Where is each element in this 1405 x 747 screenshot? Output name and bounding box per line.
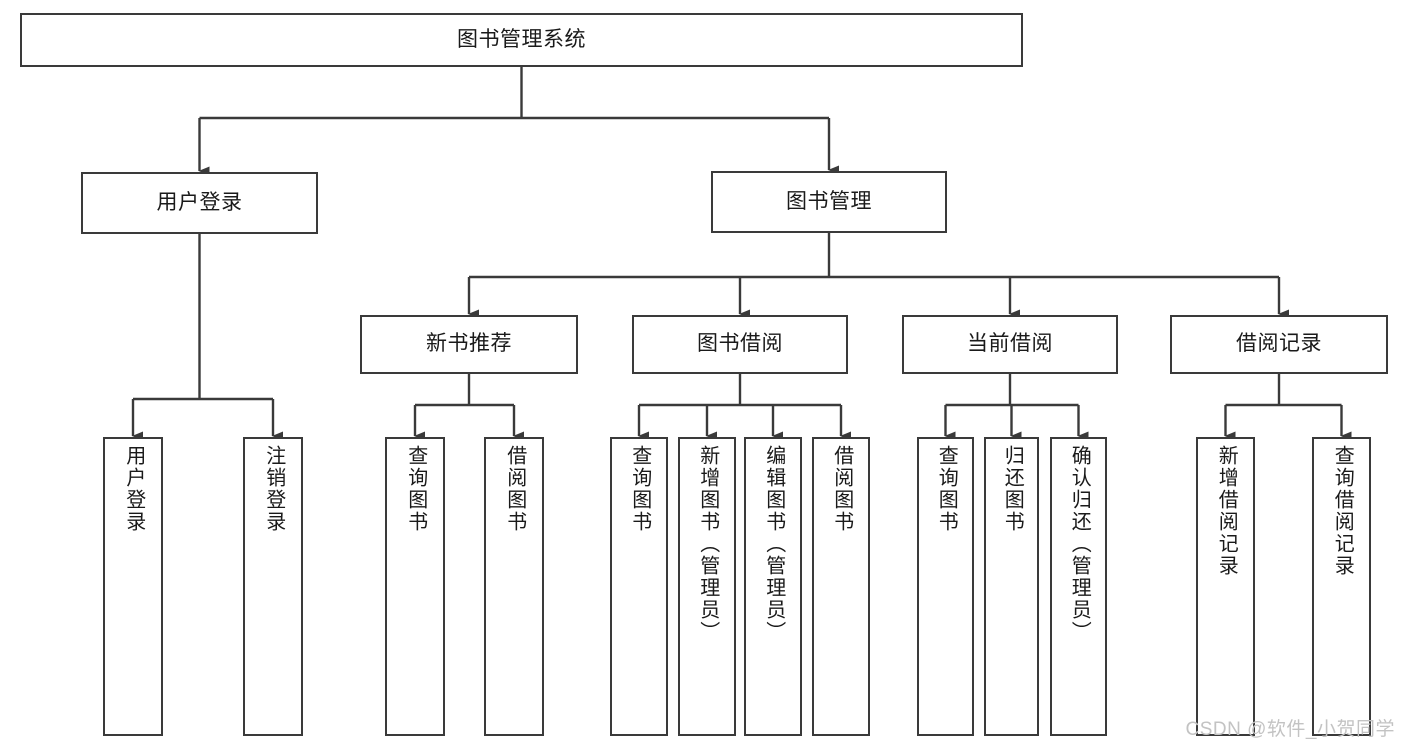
node-label: 用户登录 <box>156 190 243 214</box>
node-label: 当前借阅 <box>967 332 1053 356</box>
node-label: 借阅记录 <box>1236 332 1322 356</box>
node-label: 确认归还（管理员） <box>1068 445 1091 643</box>
leaf-return-book[interactable]: 归还图书 <box>984 437 1039 736</box>
node-root[interactable]: 图书管理系统 <box>20 13 1023 67</box>
node-label: 归还图书 <box>1001 445 1024 533</box>
node-label: 借阅图书 <box>503 445 526 533</box>
node-label: 查询图书 <box>935 445 958 533</box>
leaf-logout[interactable]: 注销登录 <box>243 437 303 736</box>
node-label: 图书管理系统 <box>457 27 586 51</box>
leaf-borrow-book[interactable]: 借阅图书 <box>812 437 870 736</box>
node-borrow-records[interactable]: 借阅记录 <box>1170 315 1388 374</box>
leaf-confirm-return-admin[interactable]: 确认归还（管理员） <box>1050 437 1107 736</box>
leaf-query-borrow-record[interactable]: 查询借阅记录 <box>1312 437 1371 736</box>
node-new-book-recommend[interactable]: 新书推荐 <box>360 315 578 374</box>
node-label: 编辑图书（管理员） <box>762 445 785 643</box>
node-label: 图书借阅 <box>697 332 783 356</box>
node-book-management[interactable]: 图书管理 <box>711 171 947 233</box>
node-label: 新增借阅记录 <box>1215 445 1238 577</box>
node-label: 新书推荐 <box>426 332 512 356</box>
node-book-borrow[interactable]: 图书借阅 <box>632 315 848 374</box>
leaf-query-book-current[interactable]: 查询图书 <box>917 437 974 736</box>
leaf-edit-book-admin[interactable]: 编辑图书（管理员） <box>744 437 802 736</box>
node-user-login[interactable]: 用户登录 <box>81 172 318 234</box>
node-label: 查询图书 <box>628 445 651 533</box>
node-label: 用户登录 <box>122 445 145 533</box>
node-label: 图书管理 <box>786 189 872 213</box>
node-label: 新增图书（管理员） <box>696 445 719 643</box>
leaf-query-book-borrow[interactable]: 查询图书 <box>610 437 668 736</box>
leaf-add-book-admin[interactable]: 新增图书（管理员） <box>678 437 736 736</box>
leaf-user-login[interactable]: 用户登录 <box>103 437 163 736</box>
node-label: 查询图书 <box>404 445 427 533</box>
leaf-add-borrow-record[interactable]: 新增借阅记录 <box>1196 437 1255 736</box>
leaf-borrow-book-new[interactable]: 借阅图书 <box>484 437 544 736</box>
node-label: 借阅图书 <box>830 445 853 533</box>
node-label: 查询借阅记录 <box>1331 445 1354 577</box>
leaf-query-book-new[interactable]: 查询图书 <box>385 437 445 736</box>
node-current-borrow[interactable]: 当前借阅 <box>902 315 1118 374</box>
watermark: CSDN @软件_小贺同学 <box>1185 719 1395 740</box>
node-label: 注销登录 <box>262 445 285 533</box>
